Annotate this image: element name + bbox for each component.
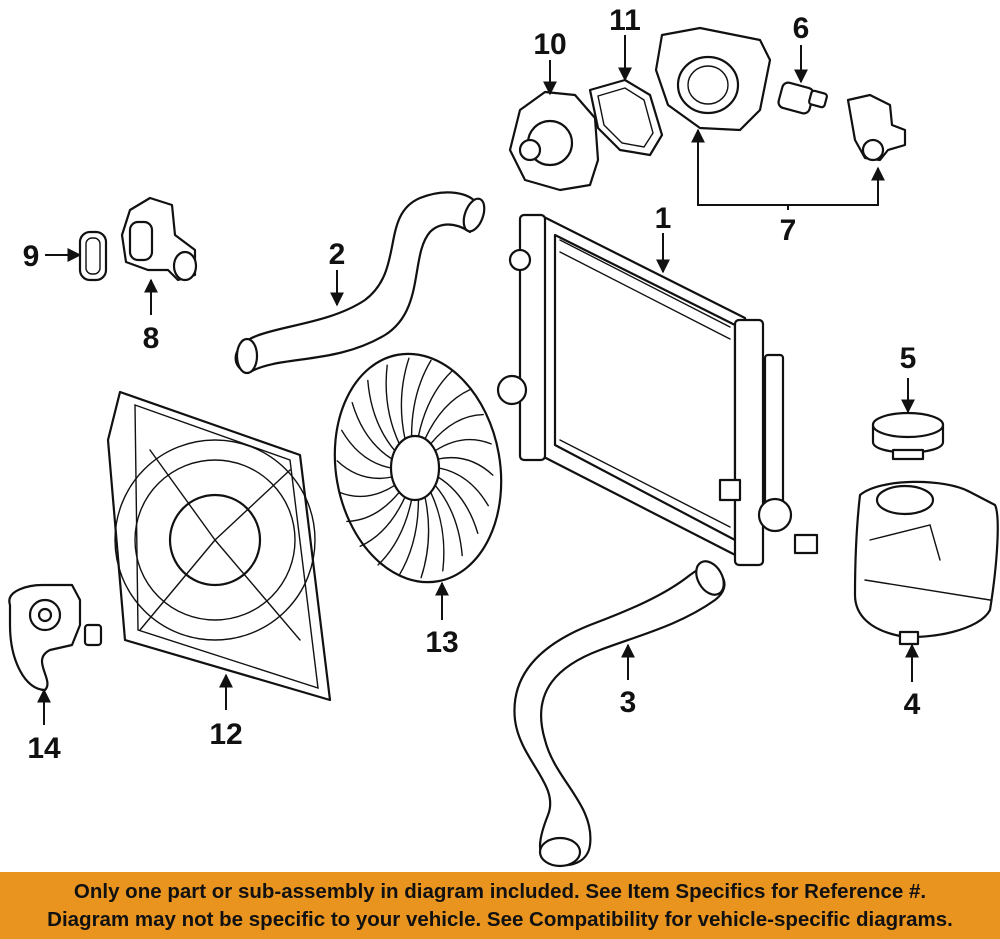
coolant-reservoir [853, 480, 999, 646]
callout-9: 9 [23, 240, 40, 273]
fan-blade-vane [438, 467, 489, 507]
fan-blade [333, 352, 503, 584]
pump-gasket [588, 78, 664, 157]
upper-hose [234, 191, 486, 375]
fan-blade-vane [437, 476, 479, 534]
fan-blade-vane [420, 496, 430, 579]
fan-shroud [106, 390, 332, 702]
callout-12: 12 [209, 718, 242, 751]
thermostat-housing [654, 26, 907, 162]
fan-blade-vane [377, 499, 413, 566]
fan-blade-vane [336, 460, 393, 480]
callout-3: 3 [620, 686, 637, 719]
lower-hose [513, 560, 726, 868]
callout-8: 8 [143, 322, 160, 355]
fan-blade-vane [359, 496, 406, 547]
disclaimer-line-2: Diagram may not be specific to your vehi… [47, 908, 953, 931]
water-pump [508, 90, 600, 192]
callout-2: 2 [329, 238, 346, 271]
fan-blade-vane [338, 484, 396, 498]
fan-blade-vane [434, 438, 492, 452]
fan-blade-vane [430, 491, 445, 572]
disclaimer-banner: Only one part or sub-assembly in diagram… [0, 872, 1000, 939]
thermostat [777, 81, 828, 115]
fan-blade-vane [385, 364, 400, 445]
outlet-gasket [78, 230, 108, 282]
fan-blade-vane [417, 370, 453, 437]
fan-blade-vane [434, 484, 463, 557]
callout-1: 1 [655, 202, 672, 235]
fan-blade-vane [367, 379, 396, 452]
fan-blade-vane [341, 429, 392, 469]
radiator [496, 213, 819, 567]
callout-14: 14 [27, 732, 61, 765]
fan-blade-vane [430, 413, 484, 445]
fan-blade-vane [410, 359, 432, 437]
reservoir-cap [871, 411, 945, 461]
fan-blade-vane [351, 402, 393, 460]
fan-blade-vane [437, 456, 494, 476]
fan-motor [8, 583, 103, 692]
water-outlet [120, 196, 198, 282]
callout-11: 11 [609, 4, 641, 37]
fan-blade-vane [398, 499, 420, 577]
callout-5: 5 [900, 342, 917, 375]
parts-diagram: 1 2 3 4 5 6 7 8 9 10 11 12 13 14 [8, 4, 999, 868]
callout-4: 4 [904, 688, 921, 721]
callout-13: 13 [425, 626, 458, 659]
disclaimer-line-1: Only one part or sub-assembly in diagram… [73, 880, 927, 903]
fan-blade-vane [346, 491, 400, 523]
callout-6: 6 [793, 12, 810, 45]
fan-blade-vane [400, 357, 410, 440]
fan-blade-vane [424, 389, 471, 440]
callout-10: 10 [533, 28, 566, 61]
leader-lines [37, 35, 919, 725]
callout-7: 7 [780, 214, 797, 247]
